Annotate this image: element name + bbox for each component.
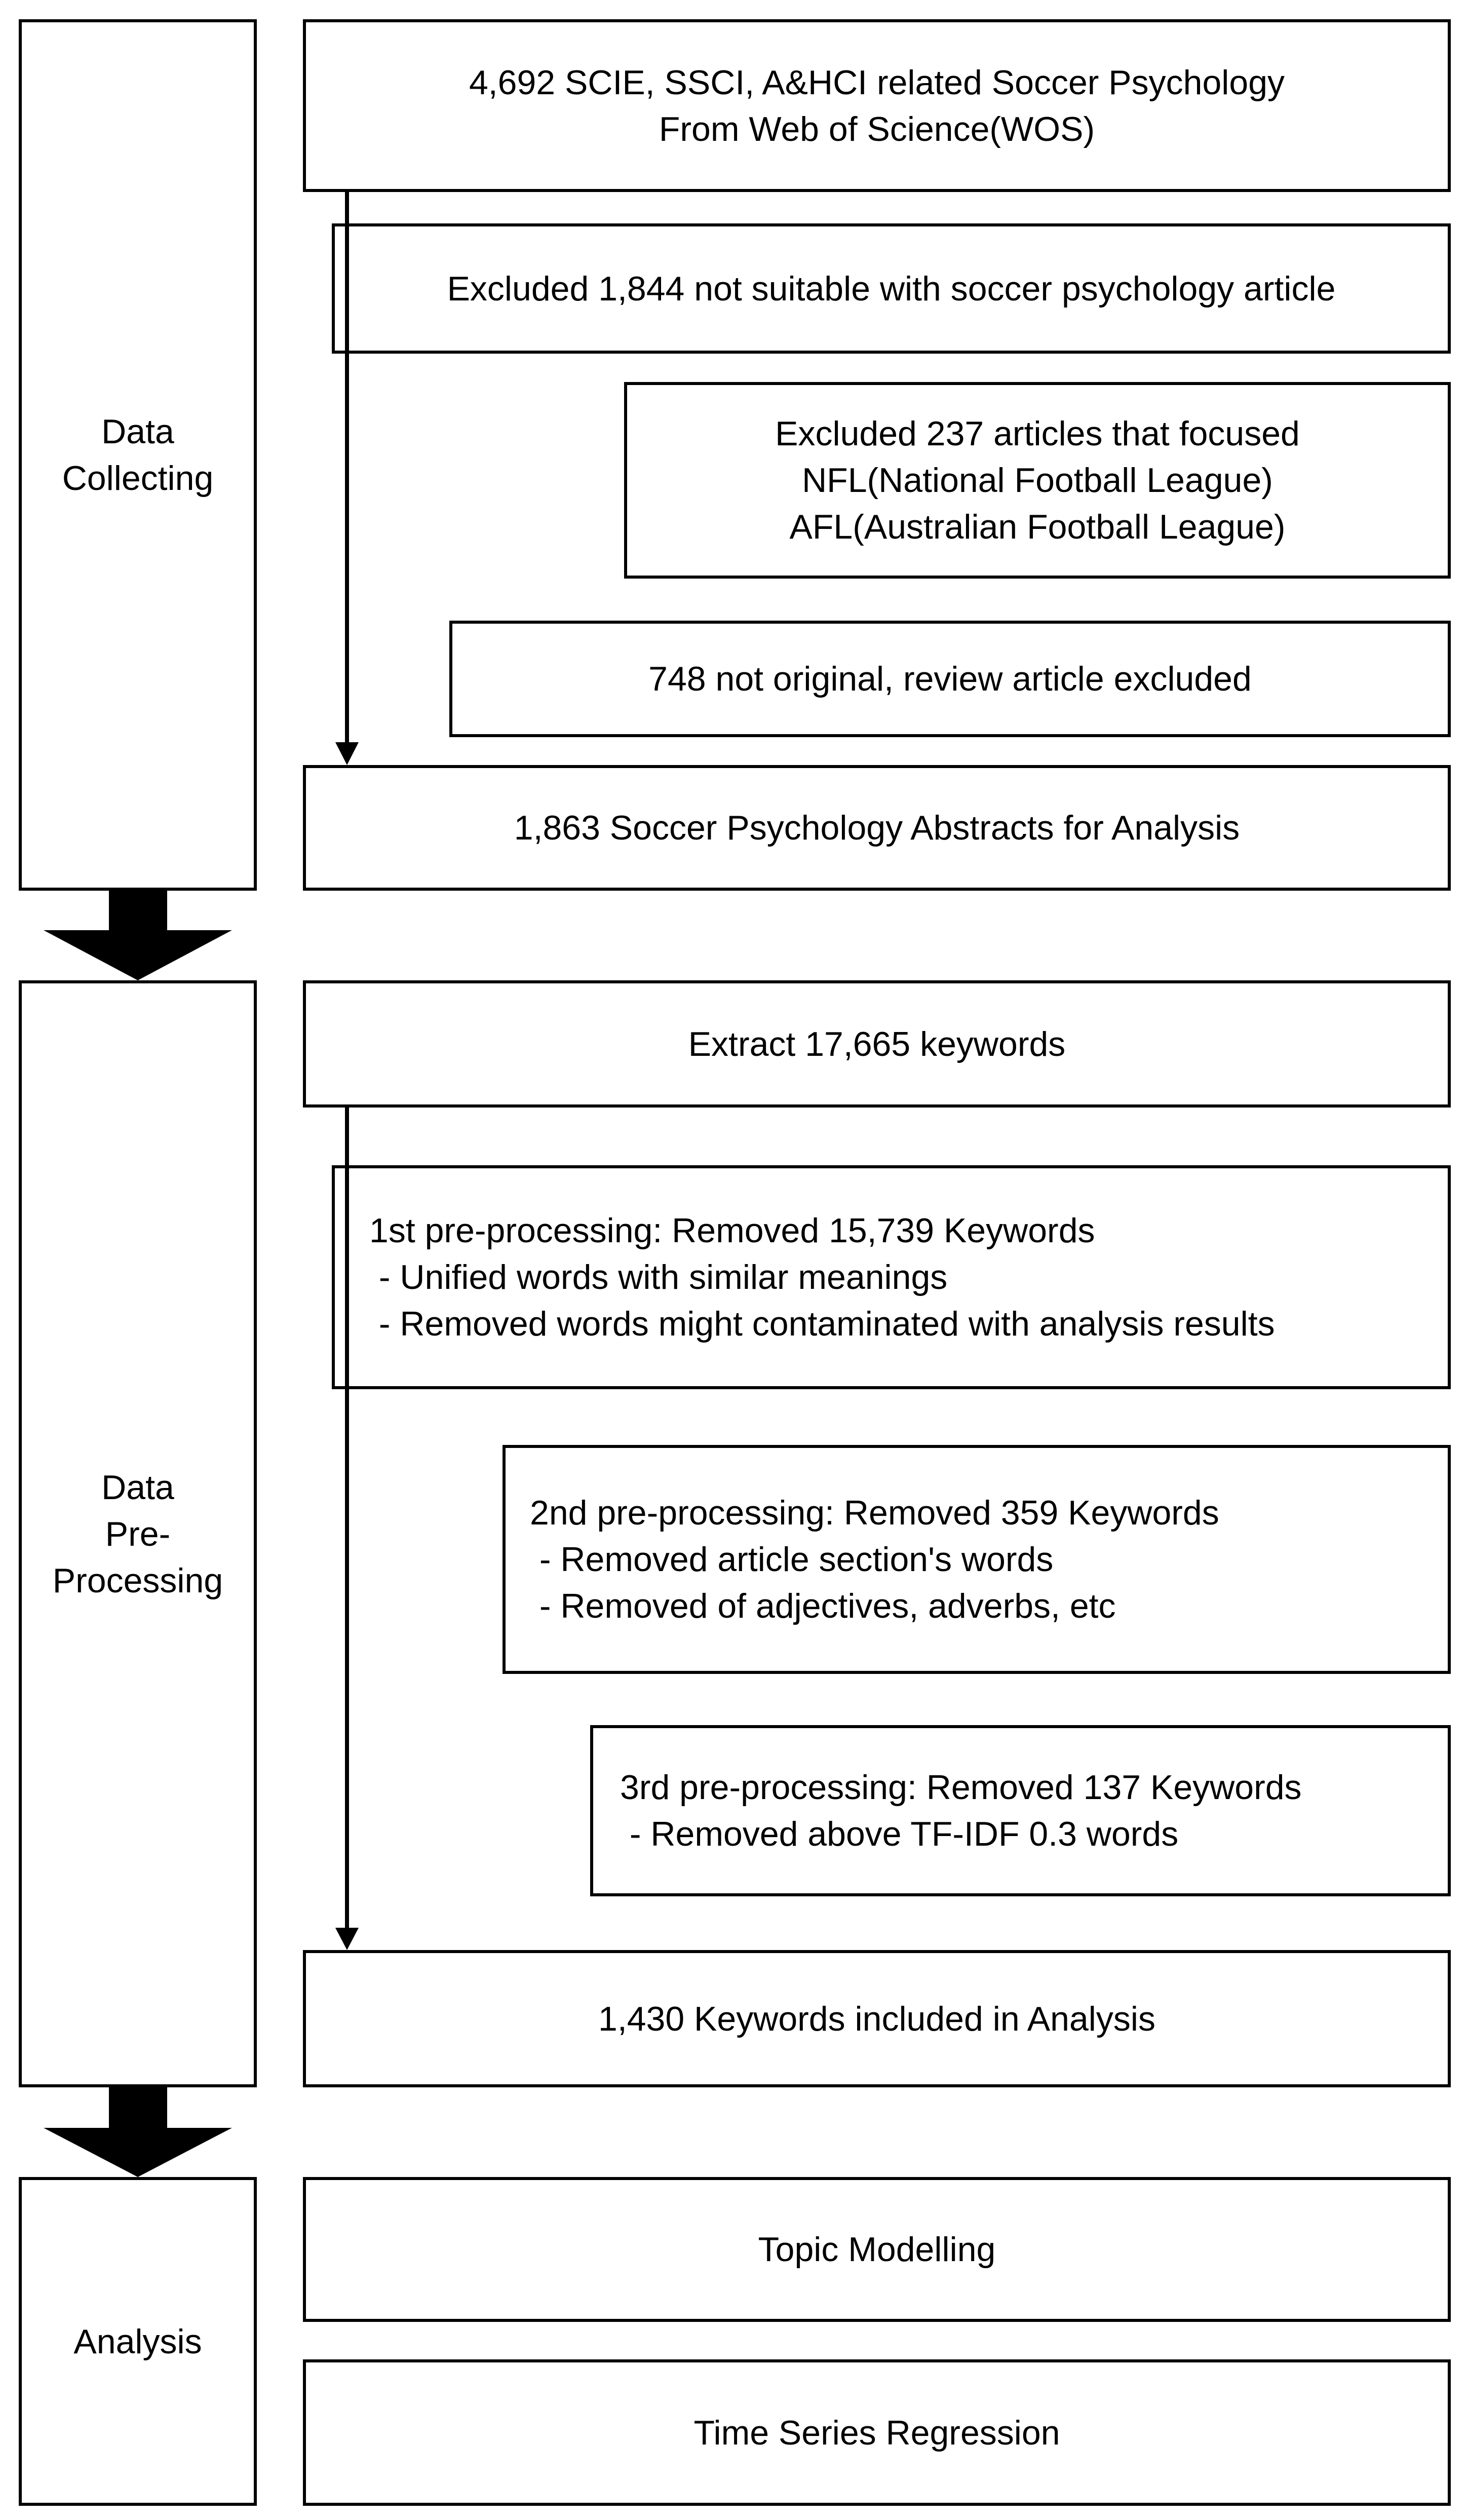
box-line: Excluded 237 articles that focused bbox=[775, 414, 1300, 453]
preprocessing-1-box: 1st pre-processing: Removed 15,739 Keywo… bbox=[332, 1165, 1451, 1389]
box-line: NFL(National Football League) bbox=[802, 461, 1273, 500]
excluded-unsuitable-box: Excluded 1,844 not suitable with soccer … bbox=[332, 223, 1451, 354]
excluded-reviews-box: 748 not original, review article exclude… bbox=[449, 621, 1451, 737]
box-line: Time Series Regression bbox=[693, 2413, 1060, 2452]
preprocessing-3-box: 3rd pre-processing: Removed 137 Keywords… bbox=[590, 1725, 1451, 1896]
topic-modelling-box: Topic Modelling bbox=[303, 2177, 1451, 2322]
stage-label: Data bbox=[101, 412, 174, 451]
box-line: Excluded 1,844 not suitable with soccer … bbox=[447, 269, 1336, 308]
time-series-regression-box: Time Series Regression bbox=[303, 2359, 1451, 2506]
box-line: AFL(Australian Football League) bbox=[789, 508, 1286, 546]
box-line: - Removed above TF-IDF 0.3 words bbox=[620, 1815, 1179, 1853]
keywords-included-box: 1,430 Keywords included in Analysis bbox=[303, 1950, 1451, 2087]
stage-label: Processing bbox=[52, 1561, 223, 1600]
stage-label: Pre- bbox=[105, 1514, 171, 1553]
box-line: 1st pre-processing: Removed 15,739 Keywo… bbox=[369, 1211, 1095, 1250]
box-line: Extract 17,665 keywords bbox=[688, 1024, 1066, 1063]
stage-transition-arrow bbox=[44, 2087, 232, 2177]
extract-keywords-box: Extract 17,665 keywords bbox=[303, 980, 1451, 1108]
box-line: 2nd pre-processing: Removed 359 Keywords bbox=[530, 1494, 1219, 1532]
stage-data-collecting: Data Collecting bbox=[19, 19, 257, 891]
abstracts-for-analysis-box: 1,863 Soccer Psychology Abstracts for An… bbox=[303, 765, 1451, 891]
box-line: 748 not original, review article exclude… bbox=[648, 660, 1252, 698]
excluded-nfl-afl-box: Excluded 237 articles that focused NFL(N… bbox=[624, 382, 1451, 579]
preprocessing-flow-arrowhead bbox=[335, 1928, 359, 1950]
stage-label: Data bbox=[101, 1468, 174, 1507]
stage-data-preprocessing: Data Pre- Processing bbox=[19, 980, 257, 2087]
box-line: 1,430 Keywords included in Analysis bbox=[598, 1999, 1155, 2038]
preprocessing-2-box: 2nd pre-processing: Removed 359 Keywords… bbox=[503, 1445, 1451, 1674]
box-line: - Removed article section's words bbox=[530, 1540, 1054, 1579]
box-line: From Web of Science(WOS) bbox=[659, 109, 1095, 148]
collecting-flow-arrowhead bbox=[335, 742, 359, 765]
box-line: - Removed of adjectives, adverbs, etc bbox=[530, 1587, 1116, 1625]
wos-source-box: 4,692 SCIE, SSCI, A&HCI related Soccer P… bbox=[303, 19, 1451, 192]
box-line: - Removed words might contaminated with … bbox=[369, 1305, 1275, 1343]
box-line: 1,863 Soccer Psychology Abstracts for An… bbox=[514, 809, 1240, 847]
stage-transition-arrow bbox=[44, 891, 232, 980]
stage-label: Collecting bbox=[62, 459, 214, 498]
box-line: - Unified words with similar meanings bbox=[369, 1258, 948, 1296]
box-line: 3rd pre-processing: Removed 137 Keywords bbox=[620, 1768, 1302, 1807]
stage-label: Analysis bbox=[73, 2322, 202, 2361]
box-line: Topic Modelling bbox=[758, 2230, 996, 2269]
stage-analysis: Analysis bbox=[19, 2177, 257, 2506]
box-line: 4,692 SCIE, SSCI, A&HCI related Soccer P… bbox=[469, 63, 1285, 102]
